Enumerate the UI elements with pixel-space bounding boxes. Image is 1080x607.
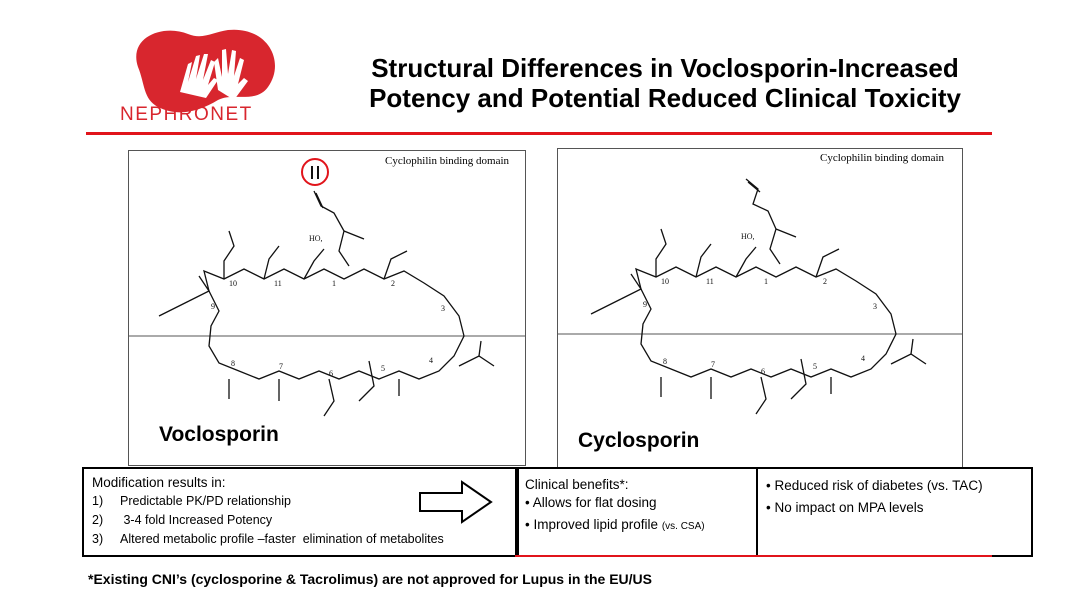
page-title: Structural Differences in Voclosporin-In…: [330, 53, 1000, 113]
modification-list: 1)Predictable PK/PD relationship 2) 3-4 …: [84, 492, 517, 549]
svg-text:6: 6: [761, 367, 765, 376]
list-item: 1)Predictable PK/PD relationship: [92, 494, 291, 508]
clinical-benefits-box: Clinical benefits*: • Allows for flat do…: [515, 467, 758, 557]
right-arrow-icon: [419, 480, 493, 524]
svg-text:10: 10: [661, 277, 669, 286]
svg-text:11: 11: [274, 279, 282, 288]
title-line-1: Structural Differences in Voclosporin-In…: [371, 53, 959, 83]
svg-text:4: 4: [429, 356, 433, 365]
nephronet-logo-icon: [136, 29, 275, 113]
svg-text:9: 9: [643, 300, 647, 309]
svg-text:8: 8: [663, 357, 667, 366]
drug-name: Cyclosporin: [578, 429, 700, 452]
clinical-heading: Clinical benefits*:: [525, 477, 629, 492]
svg-text:5: 5: [381, 364, 385, 373]
svg-text:5: 5: [813, 362, 817, 371]
svg-text:2: 2: [391, 279, 395, 288]
svg-text:1: 1: [332, 279, 336, 288]
svg-text:4: 4: [861, 354, 865, 363]
benefit-mpa-levels: • No impact on MPA levels: [766, 500, 924, 515]
svg-text:3: 3: [873, 302, 877, 311]
list-item: 3)Altered metabolic profile –faster elim…: [92, 532, 444, 546]
box-underline: [515, 555, 992, 557]
svg-text:7: 7: [279, 362, 283, 371]
modification-box: Modification results in: 1)Predictable P…: [82, 467, 519, 557]
svg-text:9: 9: [211, 302, 215, 311]
svg-text:HO,: HO,: [741, 232, 755, 241]
svg-text:1: 1: [764, 277, 768, 286]
svg-text:10: 10: [229, 279, 237, 288]
svg-text:6: 6: [329, 369, 333, 378]
title-divider: [86, 132, 992, 135]
binding-domain-label: Cyclophilin binding domain: [385, 155, 510, 167]
drug-name: Voclosporin: [159, 423, 279, 446]
benefit-flat-dosing: • Allows for flat dosing: [525, 495, 657, 510]
benefit-diabetes-risk: • Reduced risk of diabetes (vs. TAC): [766, 478, 983, 493]
list-item: 2) 3-4 fold Increased Potency: [92, 513, 273, 527]
modification-circle-icon: [301, 158, 329, 186]
svg-text:HO,: HO,: [309, 234, 323, 243]
svg-text:8: 8: [231, 359, 235, 368]
binding-domain-label: Cyclophilin binding domain: [820, 152, 945, 164]
brand-name: NEPHRONET: [120, 104, 253, 125]
svg-text:11: 11: [706, 277, 714, 286]
svg-text:2: 2: [823, 277, 827, 286]
footnote: *Existing CNI’s (cyclosporine & Tacrolim…: [88, 571, 652, 587]
svg-text:7: 7: [711, 360, 715, 369]
title-line-2: Potency and Potential Reduced Clinical T…: [369, 83, 961, 113]
modification-heading: Modification results in:: [92, 475, 226, 490]
benefit-lipid-profile: • Improved lipid profile (vs. CSA): [525, 517, 705, 532]
svg-text:3: 3: [441, 304, 445, 313]
toxicity-box: • Reduced risk of diabetes (vs. TAC) • N…: [756, 467, 1033, 557]
